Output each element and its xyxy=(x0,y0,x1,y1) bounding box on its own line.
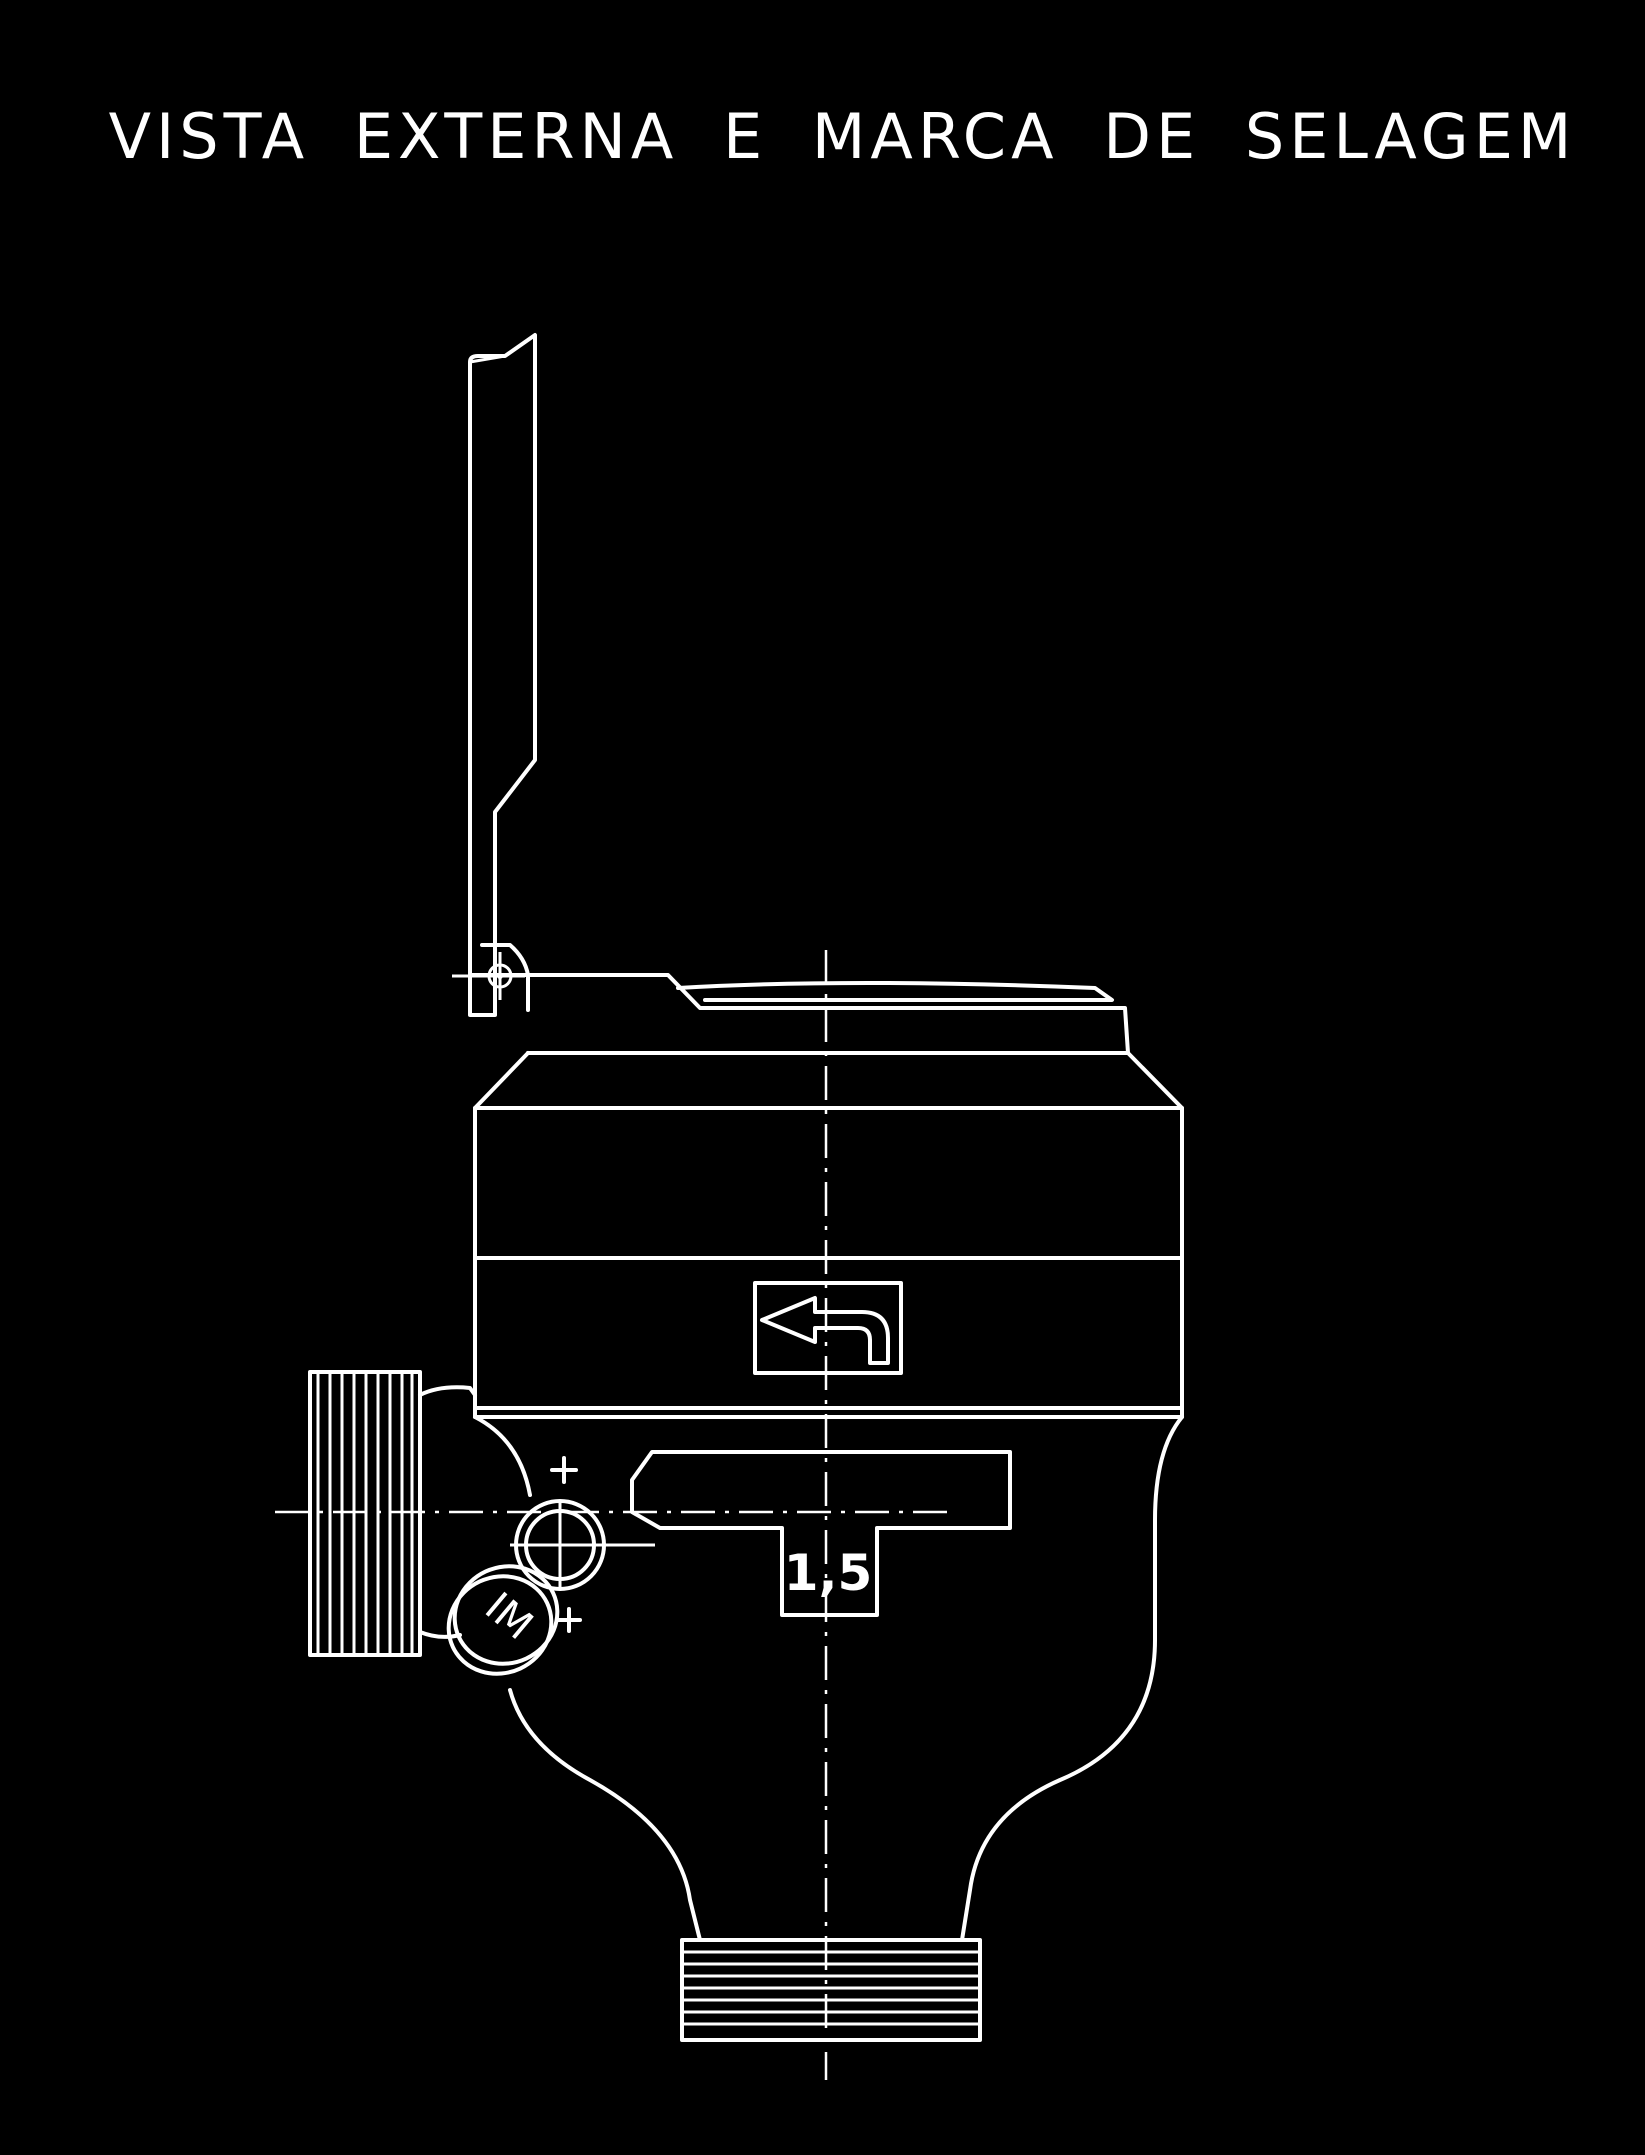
page-title: VISTA EXTERNA E MARCA DE SELAGEM xyxy=(108,100,1577,173)
inlet-thread xyxy=(308,1370,477,1657)
seal-screw xyxy=(510,1456,655,1633)
outlet-thread xyxy=(680,1938,982,2042)
seal-mark: IM xyxy=(476,1584,541,1649)
seal-button xyxy=(446,1564,560,1676)
register-housing xyxy=(473,1051,1184,1419)
centerlines xyxy=(275,950,950,2080)
flow-direction-arrow-icon xyxy=(753,1281,903,1375)
top-cover xyxy=(468,973,1130,1055)
hinge-pivot xyxy=(452,943,530,1012)
class-plate xyxy=(630,1450,1012,1617)
class-plate-label: 1,5 xyxy=(784,1544,873,1602)
hinged-lid xyxy=(468,333,537,1017)
meter-body xyxy=(473,1415,1184,1942)
